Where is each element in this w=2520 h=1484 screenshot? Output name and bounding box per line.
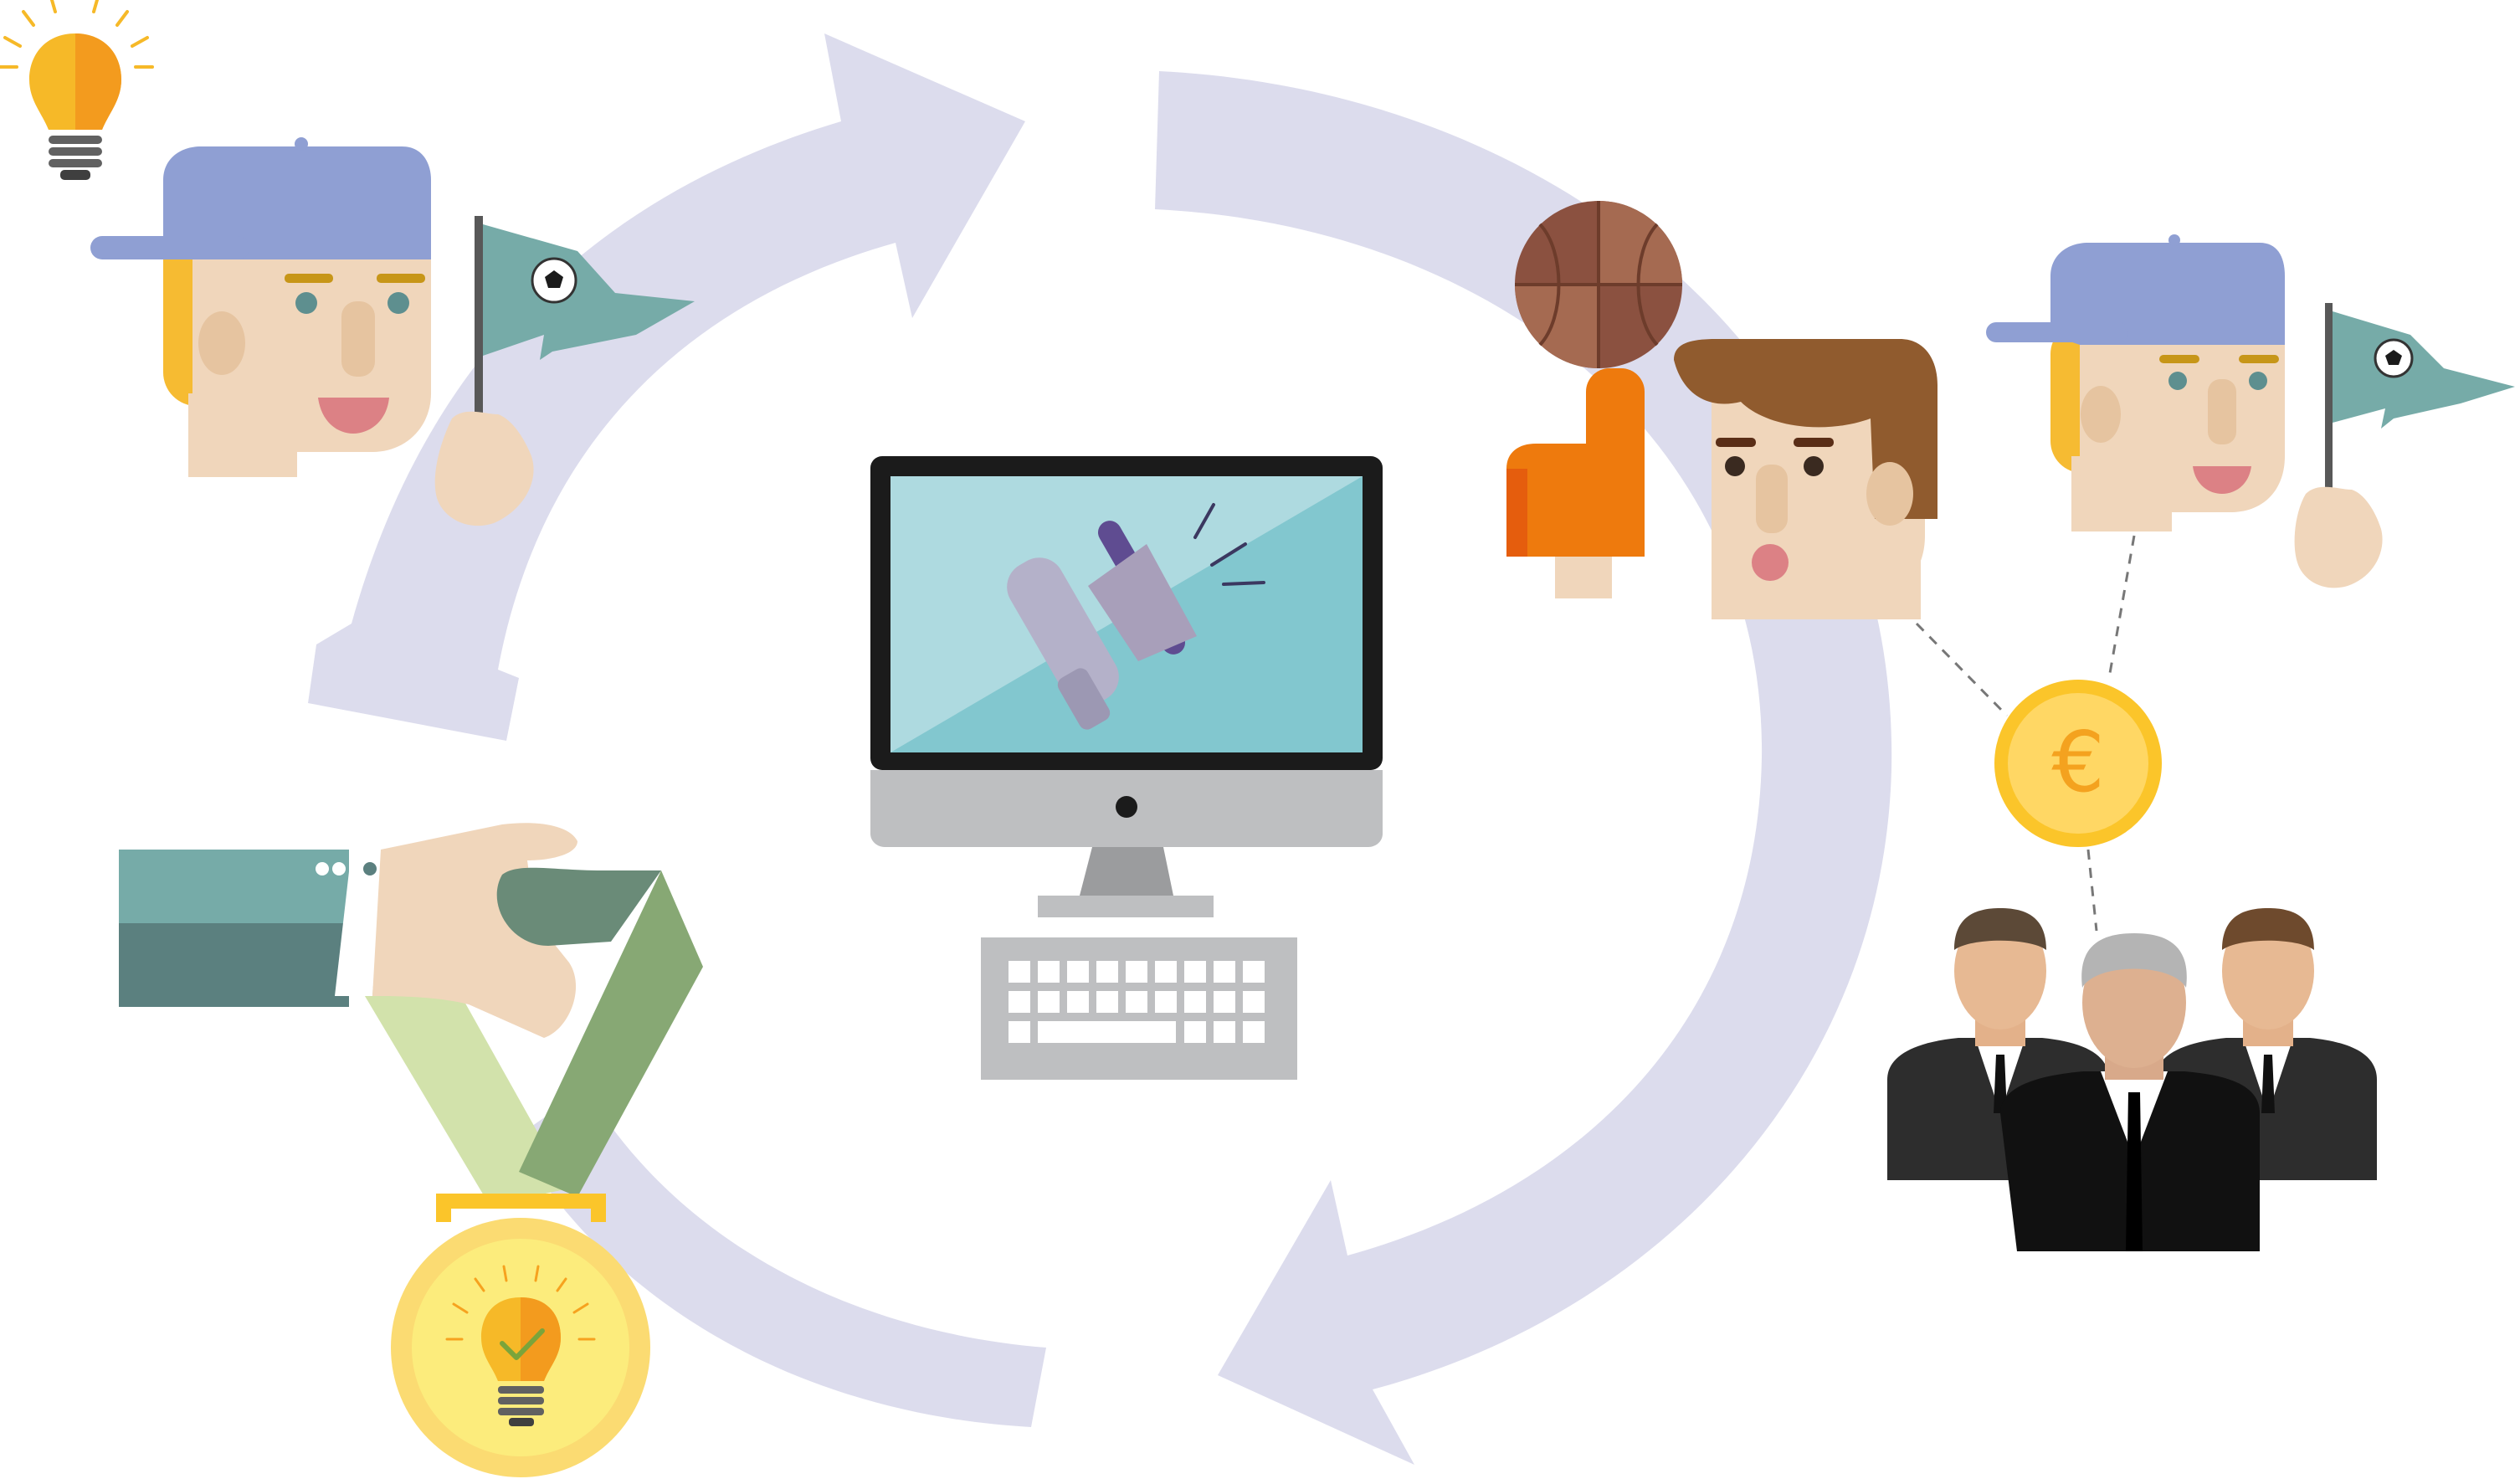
fan-with-cap-and-pennant (1986, 234, 2515, 588)
medal-bulb-check-icon (391, 1194, 650, 1477)
keyboard (981, 937, 1297, 1080)
hand-holding-medal (119, 823, 703, 1477)
euro-symbol: € (2051, 713, 2105, 811)
cycle-arrows (308, 33, 1892, 1465)
idea-bulb-icon (0, 0, 154, 180)
businessman-center (2000, 933, 2260, 1251)
fan-with-cap-and-pennant (90, 137, 695, 526)
megaphone-icon (1007, 503, 1265, 730)
cycle-arrow-top-left (308, 33, 1025, 741)
fan-with-basketball-and-foam-finger (1506, 201, 1937, 619)
euro-coin-icon: € (1994, 680, 2162, 847)
cycle-arrow-bottom (515, 1088, 1046, 1427)
business-group (1887, 908, 2377, 1251)
cycle-arrow-right (1155, 71, 1892, 1465)
dashed-connectors (1915, 535, 2136, 932)
computer-with-megaphone (870, 456, 1383, 1080)
basketball-icon (1515, 201, 1682, 368)
